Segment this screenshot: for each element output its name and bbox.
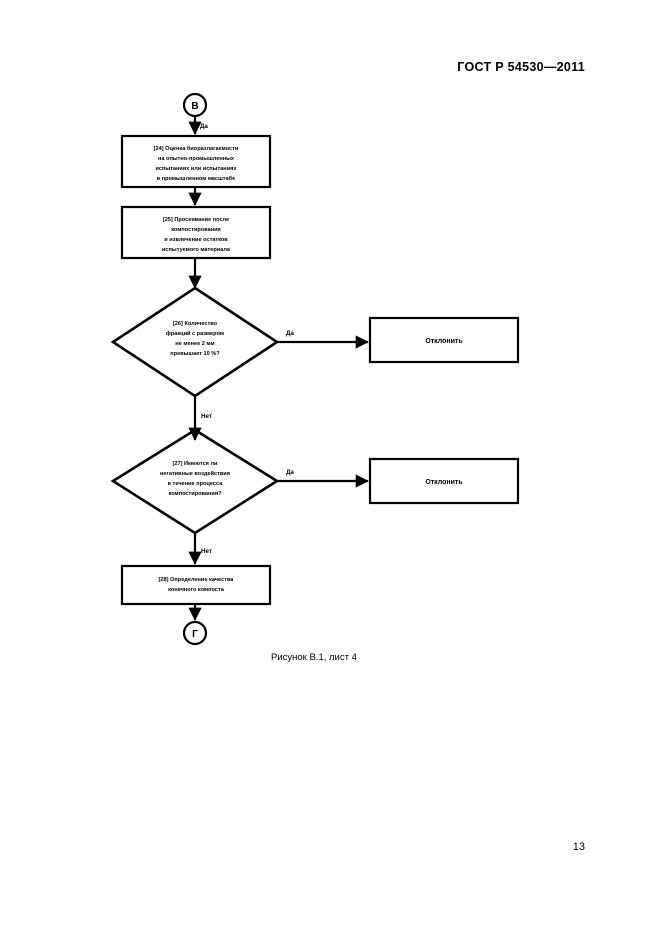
edge-label-node27-no: Нет [201, 548, 212, 555]
connector-in-node: В [182, 92, 208, 118]
flow-node-27-line-1: [27] Имеются ли [173, 461, 219, 467]
edge-label-node26-yes: Да [286, 330, 294, 337]
flow-node-26-line-1: [26] Количество [173, 321, 218, 327]
flow-node-24: [24] Оценка биоразлагаемости на опытно-п… [120, 134, 272, 189]
flow-node-reject-1-label: Отклонить [425, 338, 463, 345]
document-standard-header: ГОСТ Р 54530—2011 [457, 60, 585, 74]
flow-node-25: [25] Просеивание после компостирования и… [120, 205, 272, 260]
flow-node-25-line-4: испытуемого материала [162, 247, 231, 253]
edge-label-node27-yes: Да [286, 469, 294, 476]
flow-node-24-line-4: в промышленном масштабе [157, 175, 235, 182]
flow-node-28: [28] Определение качества конечного комп… [120, 564, 272, 606]
flow-node-reject-1: Отклонить [368, 316, 520, 364]
flow-node-26-line-3: не менее 2 мм [175, 341, 214, 347]
flow-node-26-line-4: превышает 10 %? [170, 351, 220, 357]
flow-node-24-line-1: [24] Оценка биоразлагаемости [154, 145, 239, 152]
flow-node-27: [27] Имеются ли негативные воздействия в… [110, 428, 280, 535]
edge-label-node26-no: Нет [201, 413, 212, 420]
figure-caption: Рисунок В.1, лист 4 [271, 652, 357, 663]
flow-node-25-line-3: и извлечение остатков [164, 237, 228, 243]
flow-node-25-line-2: компостирования [171, 227, 221, 233]
connector-out-node: Г [182, 620, 208, 646]
page-number: 13 [572, 841, 585, 853]
flow-node-reject-2: Отклонить [368, 457, 520, 505]
flow-node-26: [26] Количество фракций с размером не ме… [110, 286, 280, 398]
edge-label-connector-yes: Да [200, 123, 208, 130]
flow-node-reject-2-label: Отклонить [425, 479, 463, 486]
flow-node-25-line-1: [25] Просеивание после [163, 217, 229, 223]
flow-node-27-line-3: в течение процесса [168, 481, 224, 487]
flowchart-diagram: В Да [24] Оценка биоразлагаемости на опы… [110, 92, 520, 646]
connector-out-letter: Г [192, 629, 198, 640]
flow-node-28-line-2: конечного компоста [168, 587, 225, 593]
flow-node-28-line-1: [28] Определение качества [159, 577, 235, 583]
flow-node-27-line-4: компостирования? [168, 491, 222, 497]
flow-node-24-line-2: на опытно-промышленных [158, 156, 235, 162]
flow-node-26-line-2: фракций с размером [166, 330, 224, 337]
flow-node-24-line-3: испытаниях или испытаниях [155, 166, 237, 172]
flow-node-27-line-2: негативные воздействия [160, 470, 230, 477]
connector-in-letter: В [191, 101, 198, 112]
